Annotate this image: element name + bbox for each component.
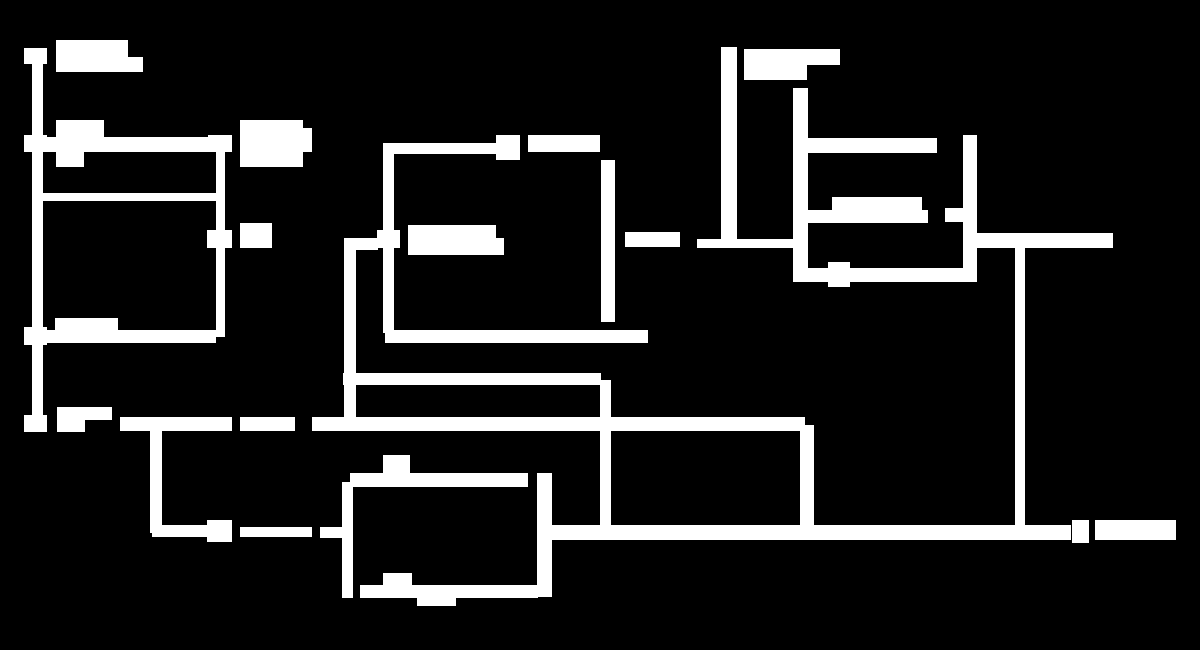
node-bottom-box-bottom[interactable] <box>383 573 412 595</box>
label-end <box>1095 520 1176 540</box>
node-bottom-box-top[interactable] <box>383 455 410 475</box>
bottom-box-top-edge <box>350 473 528 487</box>
label-node-3-bump <box>303 128 312 152</box>
wire-corner-down-x805 <box>800 425 814 532</box>
middle-box-right-edge <box>601 160 615 322</box>
node-3[interactable] <box>208 135 232 152</box>
vertical-x727 <box>721 47 737 244</box>
label-middle-box-top-node <box>528 135 600 152</box>
right-box-right-edge <box>963 135 977 282</box>
middle-box-top-edge <box>383 143 497 154</box>
wire-into-middle-box-v <box>344 244 356 426</box>
right-box-row1-line <box>801 138 937 153</box>
label-vertical-x727-line1 <box>744 49 840 65</box>
dash-middle-box-output <box>625 232 680 247</box>
node-right-box-bottom[interactable] <box>828 262 850 287</box>
wire-to-right-box <box>697 239 796 248</box>
label-vertical-x727-line2 <box>744 65 807 80</box>
node-loop-left[interactable] <box>207 520 232 542</box>
wire-horizontal-y378 <box>343 373 601 385</box>
label-rail-3 <box>55 318 118 333</box>
wire-down-x603 <box>600 380 611 532</box>
label-rail-2-line1 <box>56 120 104 144</box>
label-rail-1-line2 <box>56 57 143 72</box>
wire-loop-down-x156 <box>150 431 162 533</box>
node-4[interactable] <box>207 230 232 248</box>
left-rail <box>32 48 43 432</box>
bottom-bus-line <box>548 525 1071 540</box>
node-middle-box-top[interactable] <box>496 135 520 160</box>
label-rail-4-line1 <box>57 407 112 420</box>
rail-bottom-segment-b <box>240 417 295 431</box>
rail-bottom-segment-c <box>312 417 805 431</box>
label-node-3-main <box>240 120 303 167</box>
wire-down-x1020 <box>1015 247 1025 528</box>
wire-horizontal-y330 <box>47 330 216 343</box>
label-node-4 <box>240 223 272 248</box>
right-box-left-edge <box>793 88 808 282</box>
label-rail-1-line1 <box>56 40 128 57</box>
wire-horizontal-y196 <box>32 193 217 201</box>
node-rail-2[interactable] <box>24 135 47 152</box>
label-middle-box-line1 <box>408 225 496 239</box>
wire-right-box-output <box>977 233 1113 248</box>
node-middle-box-left[interactable] <box>377 230 400 248</box>
node-end[interactable] <box>1072 520 1089 543</box>
right-box-row2-line <box>800 210 928 223</box>
bottom-box-left-edge <box>342 482 353 580</box>
wire-loop-h3 <box>320 527 342 538</box>
label-bottom-box-bottom <box>417 593 456 606</box>
right-box-bottom-edge <box>800 268 976 282</box>
wire-loop-h1 <box>152 525 208 537</box>
label-rail-2-line2 <box>56 144 84 167</box>
label-middle-box-line2 <box>408 238 504 255</box>
wire-loop-h2 <box>240 527 312 537</box>
node-rail-3[interactable] <box>24 327 47 345</box>
bottom-box-corner-bl <box>342 575 353 598</box>
label-right-box-row2 <box>832 197 922 211</box>
middle-box-bottom-edge <box>385 330 648 343</box>
bottom-box-right-edge <box>537 473 552 597</box>
rail-bottom-segment-a <box>120 417 232 431</box>
node-rail-1[interactable] <box>24 48 47 64</box>
node-rail-4[interactable] <box>24 415 47 432</box>
label-rail-4-line2 <box>57 420 85 432</box>
